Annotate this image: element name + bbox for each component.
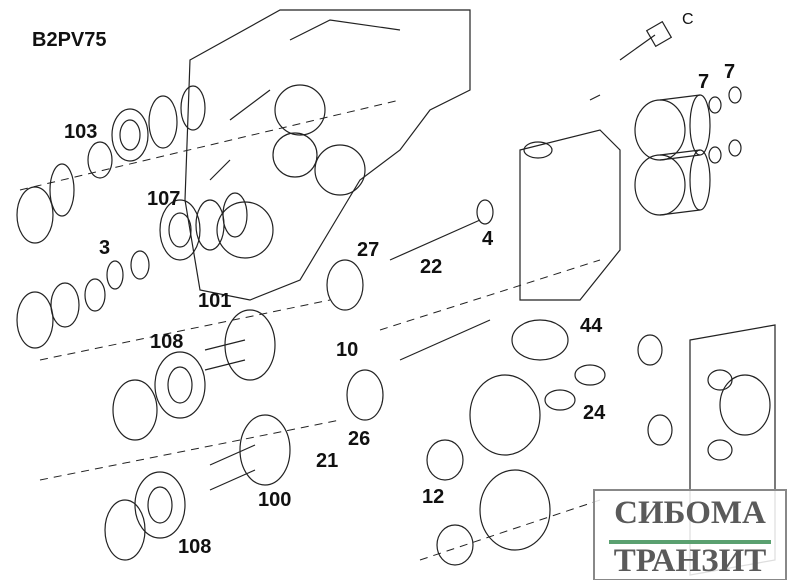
plate-27: [326, 259, 364, 311]
callout-107: 107: [147, 188, 181, 210]
logo-line-2: ТРАНЗИТ: [613, 543, 767, 579]
callout-10: 10: [336, 339, 359, 361]
callout-100: 100: [258, 489, 292, 511]
gear-100: [239, 414, 291, 486]
plate-10: [346, 369, 384, 421]
callout-27: 27: [357, 239, 380, 261]
callout-44: 44: [580, 315, 603, 337]
callout-101: 101: [198, 290, 232, 312]
gear-housing: [184, 9, 471, 301]
callout-7: 7: [724, 61, 736, 83]
callout-108: 108: [150, 331, 184, 353]
bearing-44: [511, 319, 569, 361]
callout-24: 24: [583, 402, 606, 424]
bearing-103: [111, 108, 149, 162]
logo-accent-bar: [609, 540, 771, 544]
callout-7: 7: [698, 71, 710, 93]
callout-103: 103: [64, 121, 98, 143]
callout-4: 4: [482, 228, 494, 250]
bearing-107: [159, 199, 201, 261]
company-logo: СИБОМА ТРАНЗИТ: [593, 489, 787, 580]
cover-plate: [16, 186, 54, 244]
callout-21: 21: [316, 450, 339, 472]
callout-c: C: [682, 11, 694, 28]
gear-101: [224, 309, 276, 381]
callout-22: 22: [420, 256, 443, 278]
callout-3: 3: [99, 237, 111, 259]
port-plate: [469, 374, 541, 456]
logo-line-1: СИБОМА: [614, 495, 766, 531]
callout-108: 108: [178, 536, 212, 558]
callout-26: 26: [348, 428, 371, 450]
model-title: B2PV75: [32, 29, 107, 51]
callout-12: 12: [422, 486, 445, 508]
swing-yoke: [519, 129, 621, 301]
